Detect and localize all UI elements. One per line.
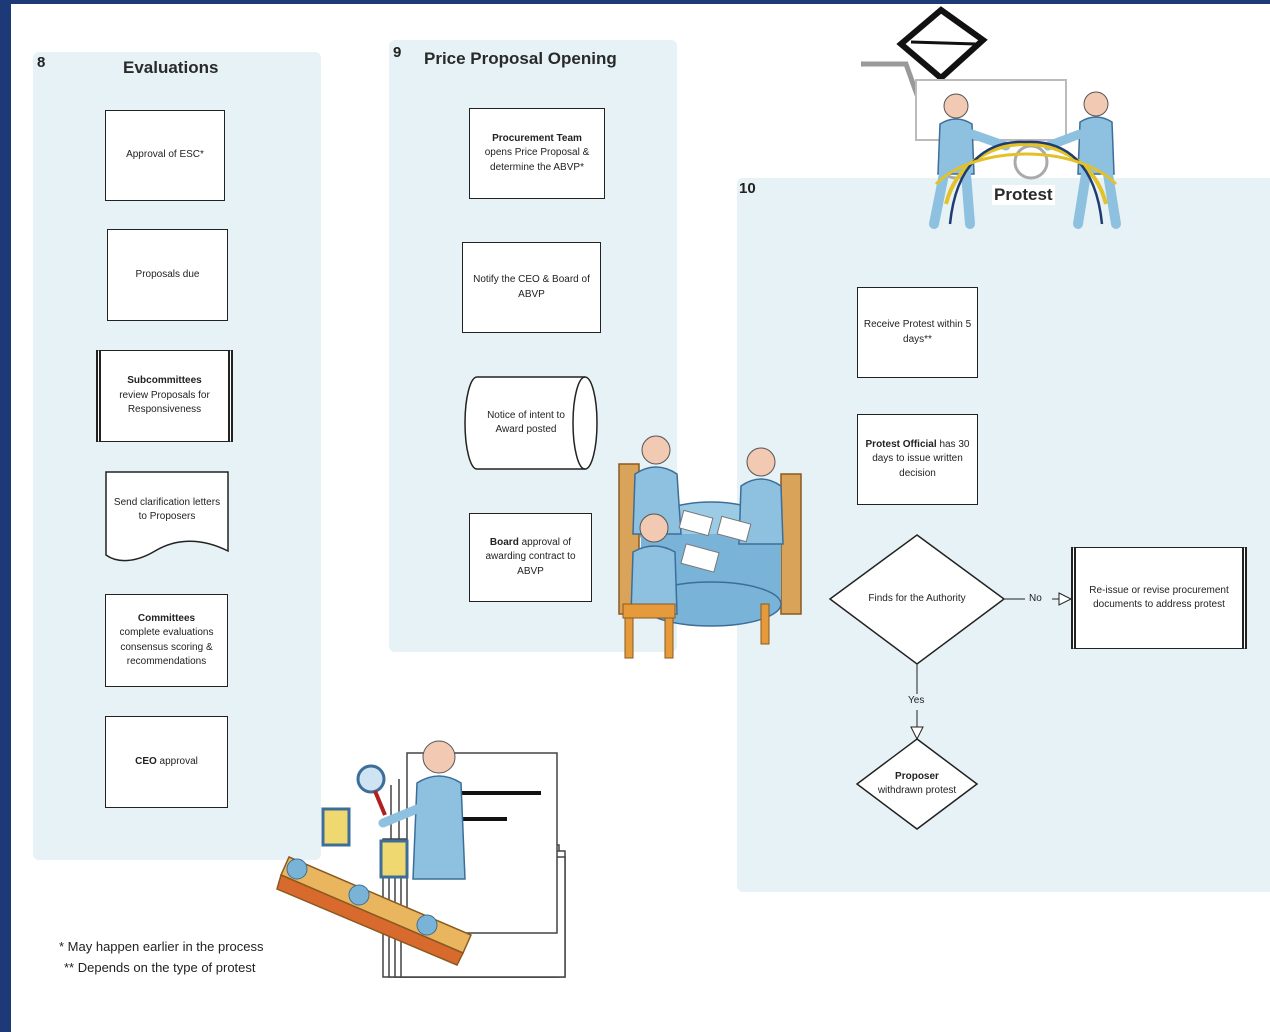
no-branch-label: No [1029, 593, 1042, 604]
board-label: Board [489, 536, 519, 548]
committees-label: Committees [137, 612, 196, 624]
ceo-label: CEO [135, 755, 157, 767]
lane-price-opening-number: 9 [393, 44, 402, 61]
notice-of-intent-text: Notice of intent to Award posted [487, 409, 565, 436]
decision-connectors [828, 534, 1073, 830]
approval-of-esc-box: Approval of ESC* [105, 110, 225, 201]
proposer-label: Proposer [895, 770, 939, 782]
lane-evaluations-title: Evaluations [123, 58, 219, 77]
lane-price-opening-title: Price Proposal Opening [424, 49, 617, 68]
subcommittees-label: Subcommittees [127, 375, 202, 387]
people-pulling-rope-icon [929, 91, 1121, 229]
board-approval-box: Board approval of awarding contract to A… [469, 513, 592, 602]
flowchart-page: 8 Evaluations Approval of ESC* Proposals… [11, 4, 1270, 1032]
procurement-team-label: Procurement Team [492, 132, 582, 144]
footnote-1: * May happen earlier in the process [59, 939, 264, 954]
send-clarification-text: Send clarification letters to Proposers [113, 496, 221, 523]
right-figure [1043, 91, 1121, 229]
meeting-table-icon [618, 435, 802, 659]
arrow-to-reissue [1058, 592, 1073, 606]
ceo-approval-box: CEO approval [105, 716, 228, 808]
notice-of-intent-shape [464, 376, 598, 470]
reissue-documents-box: Re-issue or revise procurement documents… [1071, 547, 1247, 649]
clarification-document-shape [105, 471, 229, 562]
protest-title: Protest [992, 185, 1055, 205]
arrow-to-proposer [910, 726, 924, 741]
finds-for-authority-text: Finds for the Authority [868, 592, 966, 604]
inspector-conveyor-icon [276, 740, 566, 978]
lane-protest-number: 10 [739, 180, 756, 197]
proposals-due-box: Proposals due [107, 229, 228, 321]
yes-branch-label: Yes [908, 695, 925, 706]
lane-protest [737, 178, 1270, 892]
notify-ceo-board-box: Notify the CEO & Board of ABVP [462, 242, 601, 333]
receive-protest-box: Receive Protest within 5 days** [857, 287, 978, 378]
lane-evaluations-number: 8 [37, 54, 46, 71]
protest-official-label: Protest Official [865, 438, 937, 450]
protest-official-box: Protest Official has 30 days to issue wr… [857, 414, 978, 505]
footnote-2: ** Depends on the type of protest [64, 960, 256, 975]
proposer-withdrawn-diamond [855, 738, 979, 830]
